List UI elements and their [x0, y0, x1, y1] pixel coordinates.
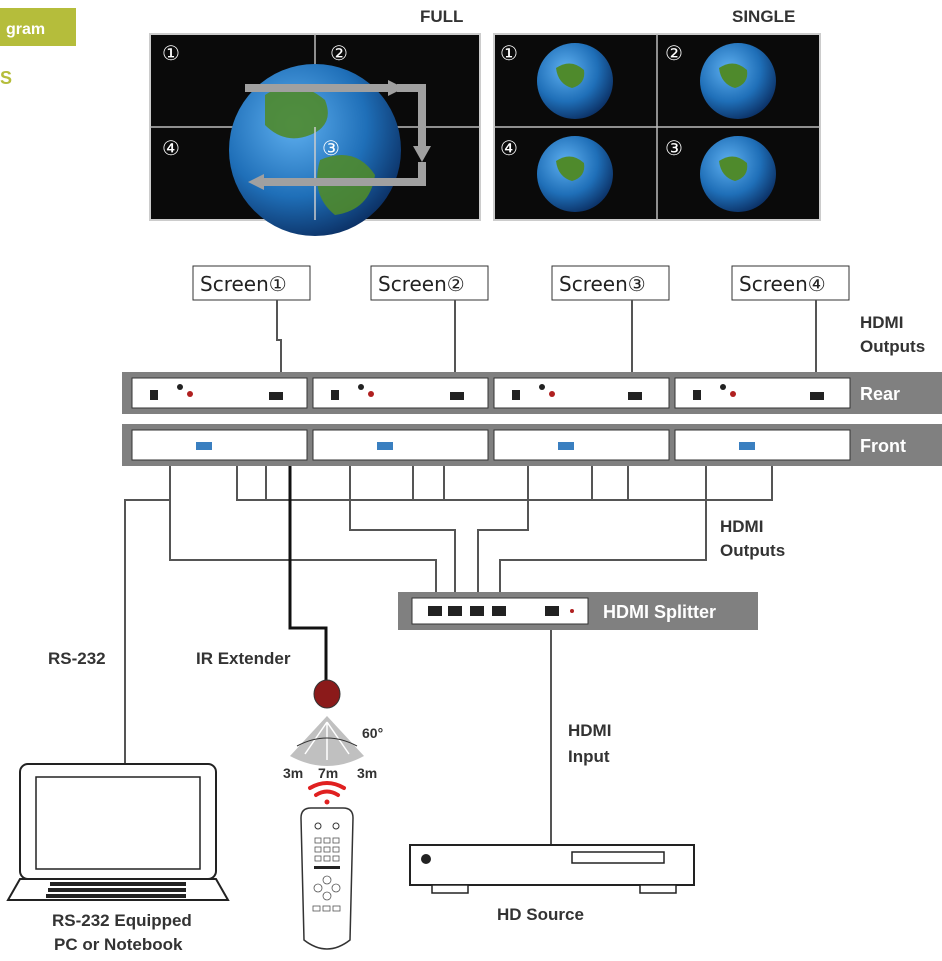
laptop-icon	[6, 763, 230, 901]
section-badge: gram S	[0, 8, 76, 88]
cable-rs232-3	[591, 466, 629, 501]
front-unit-1	[131, 429, 308, 461]
flow-arrow-3	[262, 162, 426, 186]
single-q1: ①	[500, 41, 518, 65]
screen-box-4	[731, 265, 850, 301]
wireless-signal-icon	[308, 781, 346, 805]
cable-rs232-link-3	[628, 466, 773, 501]
single-q3: ③	[665, 136, 683, 160]
globe-small-land-2	[719, 63, 748, 88]
screen-label-1: Screen①	[200, 272, 287, 296]
ir-angle-arc	[296, 737, 358, 747]
hd-source-body	[409, 844, 695, 886]
globe-land-1	[265, 86, 328, 139]
full-label: FULL	[420, 7, 463, 26]
pc-label-1: RS-232 Equipped	[52, 911, 192, 930]
full-q2: ②	[330, 41, 348, 65]
full-q1: ①	[162, 41, 180, 65]
ir-receiver-icon	[313, 679, 341, 709]
screen-label-4: Screen④	[739, 272, 826, 296]
range-left-label: 3m	[283, 765, 303, 781]
globe-small-land-4	[556, 156, 585, 181]
globe-small-land-3	[719, 156, 748, 181]
flow-arrowhead-2	[413, 146, 431, 162]
ir-extender-cable	[288, 466, 328, 682]
range-center-label: 7m	[318, 765, 338, 781]
hdmi-input-label-1: HDMI	[568, 721, 611, 740]
cable-front-2-hdmi	[349, 466, 456, 592]
front-bar: Front	[122, 424, 942, 466]
cable-rs232-1	[236, 466, 267, 501]
front-label: Front	[860, 436, 906, 456]
single-q4: ④	[500, 136, 518, 160]
ir-fan-lines	[304, 721, 350, 760]
rear-unit-3	[493, 377, 670, 409]
badge-text: gram	[6, 21, 45, 38]
video-wall-full: FULL ① ② ④ ③	[149, 7, 481, 236]
single-q2: ②	[665, 41, 683, 65]
range-right-label: 3m	[357, 765, 377, 781]
front-unit-4	[674, 429, 851, 461]
flow-arrowhead-1	[388, 80, 404, 96]
cable-rs232-pc	[124, 499, 170, 765]
remote-control-icon	[300, 807, 354, 950]
rear-label: Rear	[860, 384, 900, 404]
hdmi-splitter: HDMI Splitter	[398, 592, 758, 630]
single-label: SINGLE	[732, 7, 795, 26]
screen-cables	[276, 300, 817, 372]
ir-extender-label: IR Extender	[196, 649, 291, 668]
pc-label-2: PC or Notebook	[54, 935, 183, 954]
full-q3: ③	[322, 136, 340, 160]
cable-screen-1	[276, 300, 282, 372]
badge-subtext: S	[0, 68, 12, 88]
hdmi-splitter-label: HDMI Splitter	[603, 602, 716, 622]
cable-front-1-hdmi	[169, 466, 437, 592]
screen-label-2: Screen②	[378, 272, 465, 296]
rs232-label: RS-232	[48, 649, 106, 668]
cable-front-4-hdmi	[499, 466, 707, 592]
full-q4: ④	[162, 136, 180, 160]
rear-bar: Rear	[122, 372, 942, 414]
hd-source-label: HD Source	[497, 905, 584, 924]
screen-box-1	[192, 265, 311, 301]
hdmi-input-label-2: Input	[568, 747, 610, 766]
badge-box	[0, 8, 76, 46]
screen-boxes: Screen① Screen② Screen③ Screen④	[192, 265, 850, 301]
video-wall-single: SINGLE ① ② ④ ③	[493, 7, 821, 221]
cable-front-3-hdmi	[477, 466, 529, 592]
screen-box-2	[370, 265, 489, 301]
hdmi-outputs-mid-label-2: Outputs	[720, 541, 785, 560]
hdmi-outputs-mid-label-1: HDMI	[720, 517, 763, 536]
front-unit-3	[493, 429, 670, 461]
angle-label: 60°	[362, 725, 383, 741]
globe-small-land-1	[556, 63, 585, 88]
laptop-screen	[35, 776, 201, 870]
cable-rs232-2	[412, 466, 445, 501]
ir-range-fan	[290, 716, 364, 766]
flow-arrowhead-3	[248, 174, 264, 190]
flow-arrow-2	[397, 84, 426, 148]
hdmi-outputs-top-label-2: Outputs	[860, 337, 925, 356]
hdmi-outputs-top-label-1: HDMI	[860, 313, 903, 332]
front-unit-2	[312, 429, 489, 461]
screen-box-3	[551, 265, 670, 301]
remote-body	[300, 807, 354, 950]
hd-source-icon	[409, 844, 695, 894]
screen-label-3: Screen③	[559, 272, 646, 296]
laptop-keyboard	[46, 882, 186, 898]
